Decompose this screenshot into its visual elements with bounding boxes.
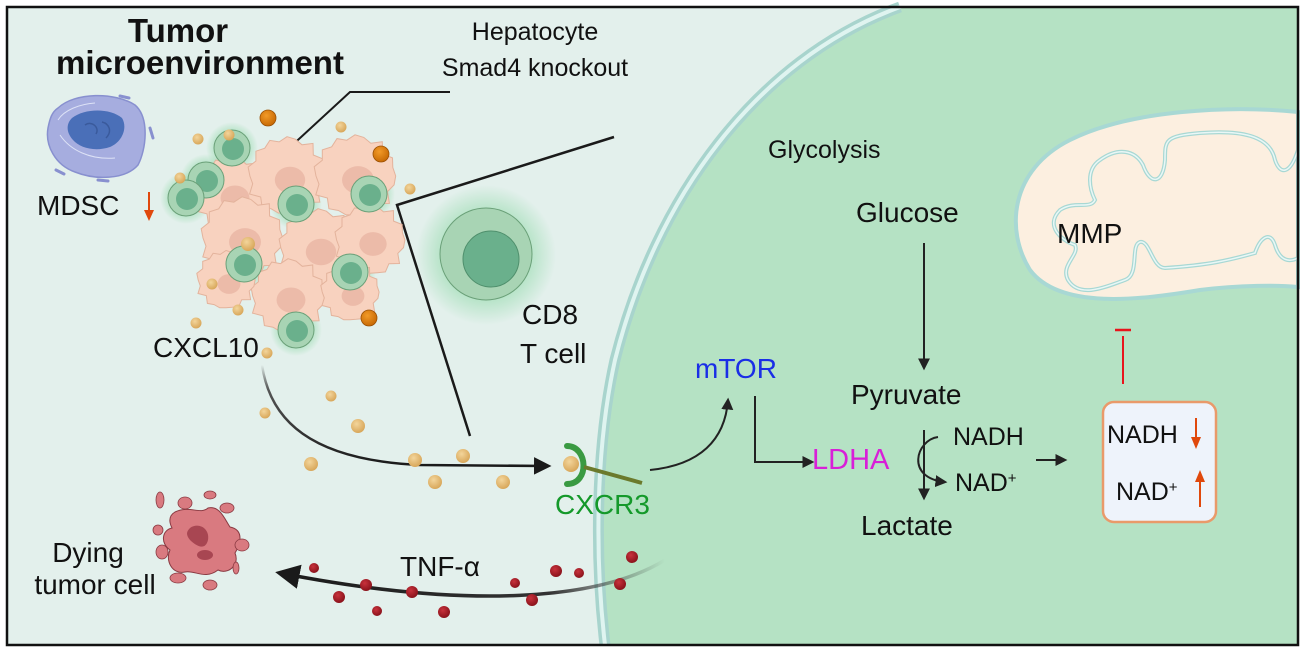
mdsc-down-arrow	[144, 192, 154, 221]
mitochondrion	[1013, 107, 1300, 301]
mtor-label: mTOR	[695, 353, 777, 384]
tnf-alpha-bead	[526, 594, 538, 606]
tnf-alpha-beads	[309, 551, 638, 618]
mdsc-label: MDSC	[37, 190, 120, 221]
hepatocyte-label-line-2: Smad4 knockout	[441, 54, 629, 82]
t-cell-nucleus	[222, 138, 244, 160]
tumor-cluster	[160, 109, 406, 356]
tnf-alpha-arrow	[275, 558, 666, 598]
mdsc-cell	[46, 94, 155, 183]
cxcl10-bead	[192, 133, 204, 145]
cxcl10-bead	[206, 278, 218, 290]
mmp-label: MMP	[1057, 218, 1123, 249]
cxcl10-bead	[325, 390, 337, 402]
pyruvate-label: Pyruvate	[851, 379, 962, 410]
tnf-alpha-bead	[574, 568, 584, 578]
cd8-label-line-2: T cell	[520, 338, 587, 369]
box-nad-up-arrow	[1195, 470, 1205, 507]
tnf-alpha-bead	[550, 565, 562, 577]
lactate-label: Lactate	[861, 510, 953, 541]
cxcl10-bead	[241, 237, 255, 251]
cxcl10-bead	[456, 449, 470, 463]
cxcl10-bead	[428, 475, 442, 489]
cxcl10-bead	[335, 121, 347, 133]
glycolysis-label: Glycolysis	[768, 136, 881, 164]
orange-granule	[372, 145, 390, 163]
cd8-t-cell	[416, 185, 556, 325]
tnf-alpha-bead	[406, 586, 418, 598]
cxcl10-beads	[174, 121, 510, 489]
title-line-2: microenvironment	[56, 44, 344, 81]
tnf-alpha-label: TNF-α	[400, 551, 480, 582]
dying-tumor-label-line-1: Dying	[52, 537, 124, 568]
cxcr3-receptor	[563, 443, 643, 487]
hepatocyte-nucleus	[276, 287, 306, 313]
t-cell-nucleus	[196, 170, 218, 192]
cxcl10-bead	[259, 407, 271, 419]
tnf-alpha-bead	[360, 579, 372, 591]
cxcl10-bead	[304, 457, 318, 471]
cxcl10-bead	[223, 129, 235, 141]
cell-membrane-inner	[596, 5, 901, 646]
nad-plus-label: NAD+	[955, 470, 1017, 496]
tnf-alpha-bead	[309, 563, 319, 573]
t-cell-nucleus	[286, 194, 308, 216]
cxcr3-label: CXCR3	[555, 489, 650, 520]
t-cell-nucleus	[340, 262, 362, 284]
cxcl10-bead	[496, 475, 510, 489]
tnf-alpha-bead	[333, 591, 345, 603]
cxcl10-bead	[232, 304, 244, 316]
hepatocyte-nucleus	[305, 238, 337, 266]
box-nad-plus-base: NAD	[1116, 478, 1169, 506]
title-line-1: Tumor	[127, 12, 229, 49]
cxcl10-bead	[190, 317, 202, 329]
orange-granule	[360, 309, 378, 327]
dying-tumor-label-line-2: tumor cell	[34, 569, 156, 600]
cxcr3-to-mtor-arrow	[649, 397, 734, 471]
ldha-label: LDHA	[812, 444, 890, 476]
mmp-inhibition	[1115, 328, 1131, 384]
glucose-label: Glucose	[856, 197, 959, 228]
t-cell-nucleus	[176, 188, 198, 210]
box-nadh-label: NADH	[1107, 421, 1178, 449]
hepatocyte-nucleus	[341, 286, 365, 306]
tnf-alpha-bead	[626, 551, 638, 563]
hepatocyte-leader-line	[273, 91, 450, 163]
cxcl10-to-cxcr3-arrow	[260, 364, 552, 475]
tnf-alpha-bead	[372, 606, 382, 616]
nad-ratio-box	[1101, 400, 1218, 524]
figure-border	[5, 5, 1300, 647]
tnf-alpha-bead	[438, 606, 450, 618]
cxcl10-bead	[408, 453, 422, 467]
hepatocyte-label-line-1: Hepatocyte	[471, 18, 599, 46]
nadh-label: NADH	[953, 423, 1024, 451]
nad-plus-sup: +	[1007, 469, 1017, 487]
t-cell-zoom-lines	[395, 135, 615, 437]
box-nad-plus-label: NAD+	[1116, 479, 1178, 505]
nad-plus-base: NAD	[955, 469, 1008, 497]
cxcl10-bead	[174, 172, 186, 184]
tnf-alpha-bead	[510, 578, 520, 588]
t-cell-nucleus	[359, 184, 381, 206]
t-cell-nucleus	[286, 320, 308, 342]
hepatocyte-nucleus	[359, 232, 387, 256]
cxcl10-bead	[404, 183, 416, 195]
t-cell-nucleus	[234, 254, 256, 276]
cxcl10-bead	[261, 347, 273, 359]
orange-granule	[259, 109, 277, 127]
box-nad-plus-sup: +	[1168, 478, 1178, 496]
tnf-alpha-bead	[614, 578, 626, 590]
nadh-to-nad-arrow	[917, 436, 948, 488]
cd8-label-line-1: CD8	[522, 299, 579, 330]
box-nadh-down-arrow	[1191, 418, 1201, 449]
cxcl10-bead	[351, 419, 365, 433]
dying-tumor-cell	[152, 490, 250, 591]
mtor-to-ldha-arrow	[754, 396, 815, 468]
cxcl10-label: CXCL10	[153, 332, 259, 363]
